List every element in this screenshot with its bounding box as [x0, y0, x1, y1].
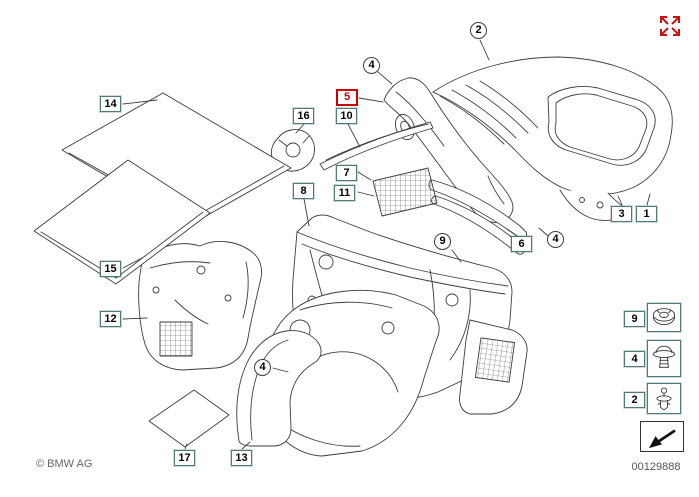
callout-16[interactable]: 16	[293, 108, 314, 124]
callout-13[interactable]: 13	[231, 450, 252, 466]
part-10-strip	[319, 121, 434, 171]
callout-7[interactable]: 7	[336, 165, 357, 181]
part-5-windscreen-frame-trim	[383, 77, 514, 223]
callout-4-right[interactable]: 4	[547, 231, 564, 248]
grommet-icon[interactable]	[647, 340, 681, 377]
callout-5-selected[interactable]: 5	[336, 89, 358, 106]
callout-8[interactable]: 8	[293, 183, 314, 199]
expanding-rivet-glyph	[656, 387, 672, 411]
part-16-bracket	[270, 129, 315, 172]
diagram-number: 00129888	[631, 461, 681, 473]
callout-17[interactable]: 17	[174, 450, 195, 466]
part-17-pad	[148, 389, 230, 448]
callout-12[interactable]: 12	[100, 311, 121, 327]
part-11-grid-pad	[372, 167, 438, 217]
callout-10[interactable]: 10	[336, 108, 357, 124]
callout-9-center[interactable]: 9	[434, 233, 451, 250]
plastic-nut-glyph	[652, 308, 676, 326]
callout-14[interactable]: 14	[100, 96, 121, 112]
callout-15[interactable]: 15	[100, 261, 121, 277]
callout-6[interactable]: 6	[511, 236, 532, 252]
plastic-nut-icon[interactable]	[647, 303, 681, 332]
direction-arrow-icon	[649, 428, 676, 448]
part-15-sheet	[33, 159, 211, 285]
expanding-rivet-icon[interactable]	[647, 383, 681, 414]
legend-callout-4[interactable]: 4	[624, 351, 645, 367]
expand-icon[interactable]	[658, 14, 682, 38]
leader-lines	[122, 39, 651, 450]
direction-of-travel-indicator	[640, 421, 684, 452]
legend-callout-9[interactable]: 9	[624, 311, 645, 327]
part-12-insulation-mat	[138, 241, 263, 371]
expand-icon-glyph	[660, 16, 680, 36]
legend-callout-2[interactable]: 2	[624, 392, 645, 408]
grommet-glyph	[652, 345, 676, 369]
callout-11[interactable]: 11	[334, 185, 355, 201]
callout-3[interactable]: 3	[611, 206, 632, 222]
part-rear-shelf-assembly	[432, 56, 673, 221]
callout-4-top[interactable]: 4	[363, 57, 380, 74]
callout-4-bottom[interactable]: 4	[254, 359, 271, 376]
callout-2-top[interactable]: 2	[470, 22, 487, 39]
part-4-wheelhouse-insulation	[262, 289, 440, 457]
copyright-text: © BMW AG	[36, 458, 93, 470]
callout-1[interactable]: 1	[636, 206, 657, 222]
